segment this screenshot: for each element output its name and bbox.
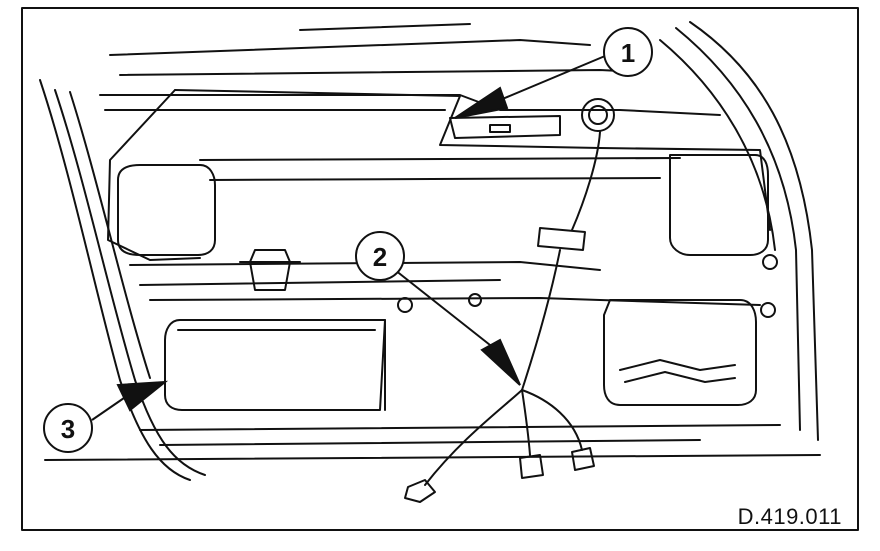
clip-3 [762,254,778,270]
callout-2-label: 2 [373,242,387,272]
wire-branch-middle [521,389,531,456]
arrow-1-head [454,86,509,119]
callout-1-label: 1 [621,38,635,68]
callout-2-circle [355,231,405,281]
panel-line-1 [199,157,681,161]
panel-line-3 [129,261,601,271]
sill-line-2 [139,424,781,431]
clip-2 [468,293,482,307]
connector-left [404,479,436,503]
lower-left-cavity [164,319,386,411]
upper-right-pocket [669,154,769,256]
wire-branch-right [521,389,583,451]
clip-1 [397,297,413,313]
upper-left-pocket [117,164,216,256]
lock-motor-round [581,98,615,132]
pocket-crease-2 [624,371,736,383]
figure-reference-code: D.419.011 [737,504,842,529]
pillar-line-3 [69,91,151,379]
callout-3-label: 3 [61,414,75,444]
panel-line-4 [139,279,501,286]
pocket-crease [619,359,736,371]
upper-rail [99,94,721,116]
panel-outline-top [174,89,771,231]
window-frame-upper [299,23,471,31]
arrow-3-line [91,397,125,421]
clip-4 [760,302,776,318]
door-handle-bracket [449,115,561,139]
door-outer-edge [689,21,819,441]
door-inner-edge [675,27,801,431]
arrow-2-head [480,338,521,386]
connector-right [571,447,595,471]
panel-line-2 [209,177,661,181]
pillar-line-2 [54,89,206,476]
arrow-3-head [116,380,169,412]
sill-line-1 [44,454,821,461]
figure-border [21,7,859,531]
lower-rail [149,297,761,306]
window-frame-top [109,39,591,56]
connector-middle [519,454,544,479]
callout-1-circle [603,27,653,77]
arrow-2-line [394,269,491,346]
wire-upper [571,131,601,231]
arrow-1-line [499,55,606,101]
handle-slot [489,124,511,133]
wire-main [521,249,561,391]
panel-outline-left [107,89,201,261]
lower-right-pocket [603,299,757,406]
harness-grommet [537,227,586,251]
callout-3-circle [43,403,93,453]
sill-line-3 [159,439,701,446]
lock-motor-inner [588,105,608,125]
door-flange [659,39,776,251]
wire-branch-left [424,389,523,486]
